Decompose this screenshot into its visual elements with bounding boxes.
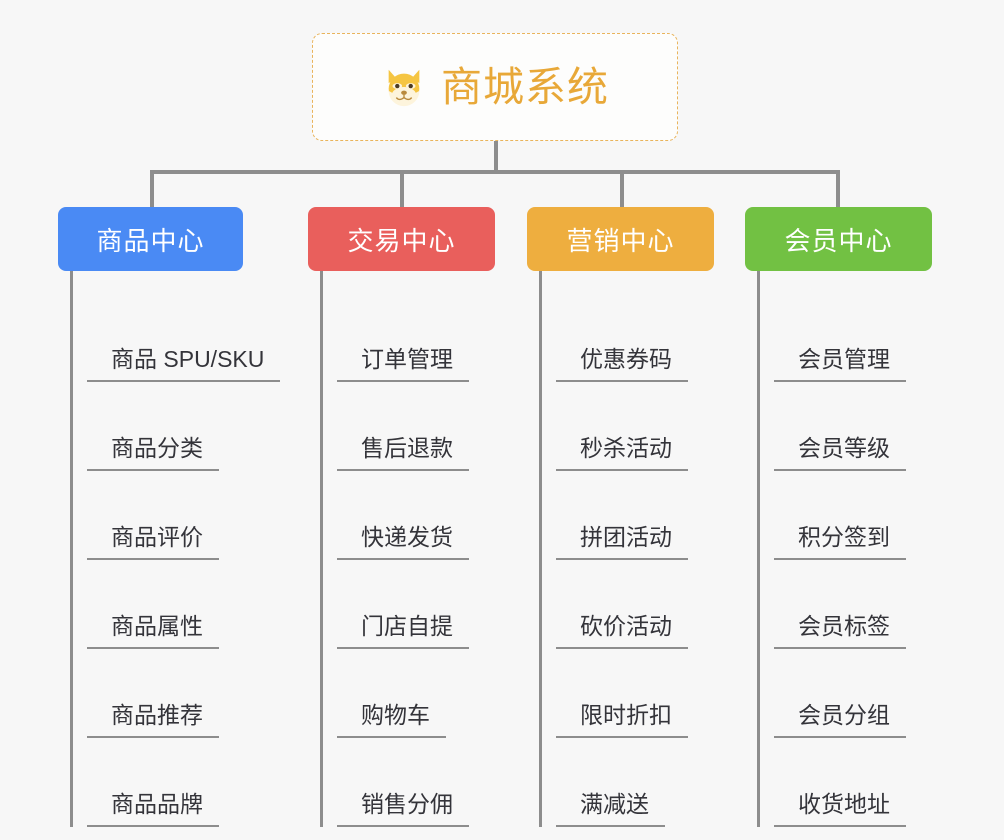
branch-header-label: 交易中心 xyxy=(347,225,456,256)
leaf-label: 积分签到 xyxy=(774,523,906,560)
leaf-item[interactable]: 售后退款 xyxy=(337,382,538,471)
leaf-label: 会员管理 xyxy=(774,345,906,382)
leaf-label: 优惠券码 xyxy=(556,345,688,382)
leaf-item[interactable]: 商品 SPU/SKU xyxy=(87,293,288,382)
leaf-label: 商品推荐 xyxy=(87,701,219,738)
leaf-item[interactable]: 优惠券码 xyxy=(556,293,757,382)
branch-header-label: 营销中心 xyxy=(566,225,675,256)
leaf-list-trade-center: 订单管理 售后退款 快递发货 门店自提 购物车 销售分佣 xyxy=(320,271,538,827)
leaf-item[interactable]: 销售分佣 xyxy=(337,738,538,827)
leaf-item[interactable]: 满减送 xyxy=(556,738,757,827)
leaf-label: 商品品牌 xyxy=(87,790,219,827)
leaf-label: 拼团活动 xyxy=(556,523,688,560)
connector-root-stem xyxy=(494,141,498,173)
leaf-item[interactable]: 购物车 xyxy=(337,649,538,738)
connector-horizontal-bus xyxy=(150,170,840,174)
leaf-item[interactable]: 商品评价 xyxy=(87,471,288,560)
leaf-label: 砍价活动 xyxy=(556,612,688,649)
leaf-item[interactable]: 会员标签 xyxy=(774,560,975,649)
leaf-label: 商品分类 xyxy=(87,434,219,471)
leaf-label: 商品评价 xyxy=(87,523,219,560)
connector-drop-marketing-center xyxy=(620,170,624,207)
leaf-label: 订单管理 xyxy=(337,345,469,382)
leaf-list-member-center: 会员管理 会员等级 积分签到 会员标签 会员分组 收货地址 xyxy=(757,271,975,827)
leaf-label: 门店自提 xyxy=(337,612,469,649)
branch-header-marketing-center[interactable]: 营销中心 xyxy=(527,207,714,271)
shiba-dog-face-icon xyxy=(381,64,427,110)
leaf-label: 购物车 xyxy=(337,701,446,738)
leaf-label: 限时折扣 xyxy=(556,701,688,738)
leaf-label: 满减送 xyxy=(556,790,665,827)
branch-trade-center: 交易中心 订单管理 售后退款 快递发货 门店自提 购物车 销售分佣 xyxy=(308,207,538,827)
leaf-item[interactable]: 商品推荐 xyxy=(87,649,288,738)
root-node-mall-system[interactable]: 商城系统 xyxy=(312,33,678,141)
branch-product-center: 商品中心 商品 SPU/SKU 商品分类 商品评价 商品属性 商品推荐 商品品牌 xyxy=(58,207,288,827)
leaf-item[interactable]: 收货地址 xyxy=(774,738,975,827)
leaf-item[interactable]: 拼团活动 xyxy=(556,471,757,560)
leaf-label: 快递发货 xyxy=(337,523,469,560)
connector-drop-trade-center xyxy=(400,170,404,207)
connector-drop-product-center xyxy=(150,170,154,207)
leaf-label: 会员等级 xyxy=(774,434,906,471)
branch-header-label: 会员中心 xyxy=(784,225,893,256)
connector-drop-member-center xyxy=(836,170,840,207)
leaf-label: 会员标签 xyxy=(774,612,906,649)
leaf-label: 收货地址 xyxy=(774,790,906,827)
leaf-item[interactable]: 快递发货 xyxy=(337,471,538,560)
branch-marketing-center: 营销中心 优惠券码 秒杀活动 拼团活动 砍价活动 限时折扣 满减送 xyxy=(527,207,757,827)
leaf-label: 商品属性 xyxy=(87,612,219,649)
branch-header-trade-center[interactable]: 交易中心 xyxy=(308,207,495,271)
leaf-item[interactable]: 商品分类 xyxy=(87,382,288,471)
leaf-list-marketing-center: 优惠券码 秒杀活动 拼团活动 砍价活动 限时折扣 满减送 xyxy=(539,271,757,827)
branch-header-member-center[interactable]: 会员中心 xyxy=(745,207,932,271)
leaf-label: 会员分组 xyxy=(774,701,906,738)
leaf-item[interactable]: 秒杀活动 xyxy=(556,382,757,471)
leaf-item[interactable]: 会员等级 xyxy=(774,382,975,471)
leaf-item[interactable]: 订单管理 xyxy=(337,293,538,382)
leaf-label: 售后退款 xyxy=(337,434,469,471)
branch-member-center: 会员中心 会员管理 会员等级 积分签到 会员标签 会员分组 收货地址 xyxy=(745,207,975,827)
leaf-item[interactable]: 商品品牌 xyxy=(87,738,288,827)
leaf-item[interactable]: 商品属性 xyxy=(87,560,288,649)
leaf-label: 秒杀活动 xyxy=(556,434,688,471)
branch-header-product-center[interactable]: 商品中心 xyxy=(58,207,243,271)
leaf-label: 销售分佣 xyxy=(337,790,469,827)
leaf-item[interactable]: 会员管理 xyxy=(774,293,975,382)
branch-header-label: 商品中心 xyxy=(96,225,205,256)
leaf-item[interactable]: 门店自提 xyxy=(337,560,538,649)
leaf-item[interactable]: 限时折扣 xyxy=(556,649,757,738)
leaf-list-product-center: 商品 SPU/SKU 商品分类 商品评价 商品属性 商品推荐 商品品牌 xyxy=(70,271,288,827)
leaf-item[interactable]: 会员分组 xyxy=(774,649,975,738)
leaf-label: 商品 SPU/SKU xyxy=(87,345,281,382)
root-title: 商城系统 xyxy=(441,63,609,110)
leaf-item[interactable]: 积分签到 xyxy=(774,471,975,560)
leaf-item[interactable]: 砍价活动 xyxy=(556,560,757,649)
